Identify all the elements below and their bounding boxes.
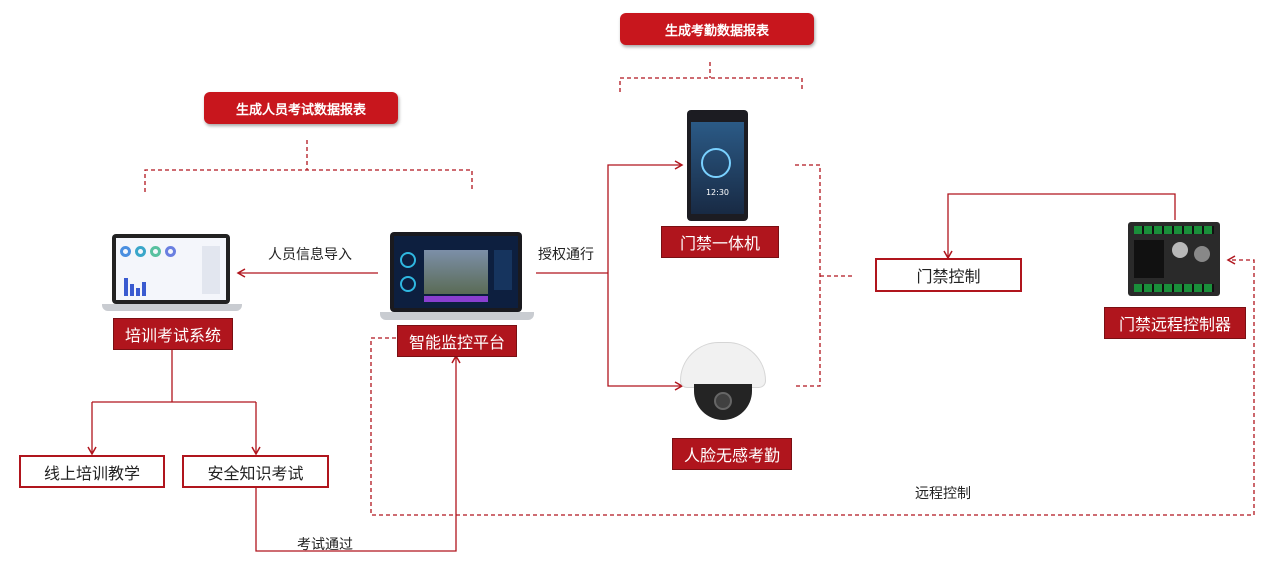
exam-report-pill: 生成人员考试数据报表 <box>204 92 398 124</box>
devices-bracket <box>795 164 852 387</box>
training-tree <box>92 350 256 403</box>
training-laptop-image <box>102 234 242 312</box>
monitor-platform-label: 智能监控平台 <box>397 325 517 357</box>
attendance-bracket <box>619 62 803 92</box>
authorize-to-terminal <box>607 160 684 273</box>
dome-camera-image <box>680 340 766 426</box>
remote-controller-label: 门禁远程控制器 <box>1104 307 1246 339</box>
terminal-clock: 12:30 <box>705 188 730 197</box>
controller-to-access <box>943 193 1176 260</box>
authorize-to-camera <box>607 273 684 391</box>
exam-bracket <box>144 140 473 192</box>
face-attendance-label: 人脸无感考勤 <box>672 438 792 470</box>
online-training-box: 线上培训教学 <box>19 455 165 488</box>
monitor-laptop-image <box>380 232 534 320</box>
remote-control-loop <box>370 255 1255 516</box>
import-label: 人员信息导入 <box>268 247 352 263</box>
exam-pass-label: 考试通过 <box>297 537 353 553</box>
controller-board-image <box>1128 222 1220 296</box>
attendance-report-pill: 生成考勤数据报表 <box>620 13 814 45</box>
authorize-label: 授权通行 <box>538 247 594 263</box>
remote-control-label: 远程控制 <box>915 486 971 502</box>
access-terminal-image: 12:30 <box>687 110 748 221</box>
training-system-label: 培训考试系统 <box>113 318 233 350</box>
safety-exam-box: 安全知识考试 <box>182 455 329 488</box>
access-terminal-label: 门禁一体机 <box>661 226 779 258</box>
exam-pass-line <box>255 354 461 552</box>
access-control-box: 门禁控制 <box>875 258 1022 292</box>
